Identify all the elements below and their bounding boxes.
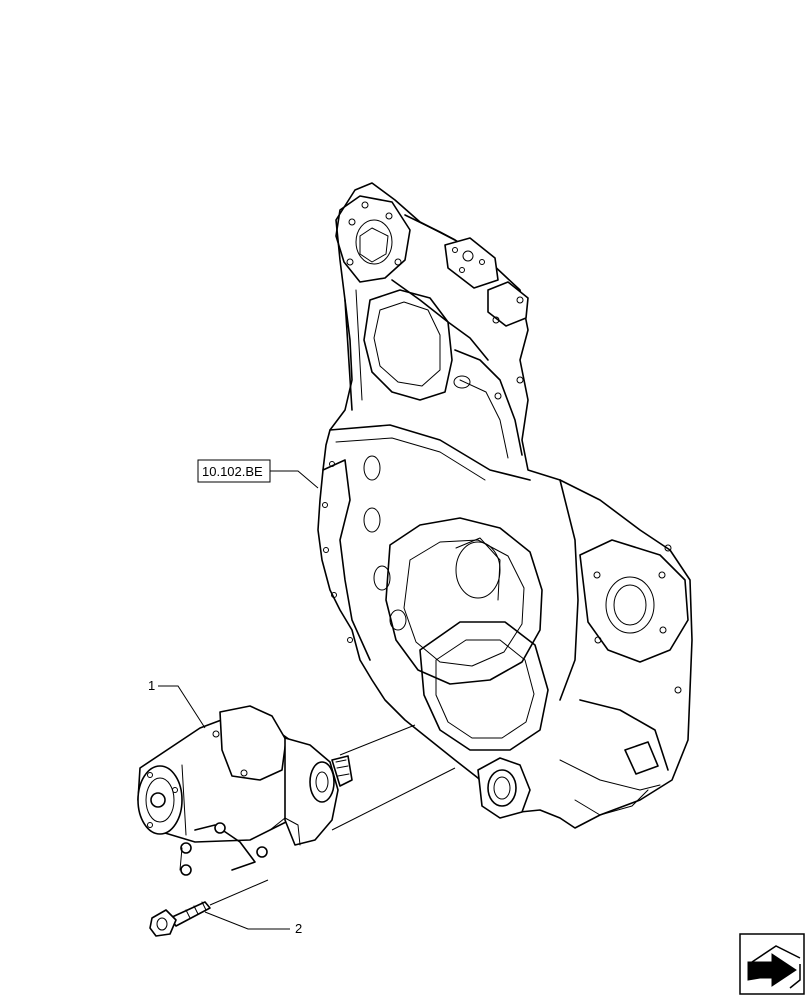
callout-label-1: 1 [148, 678, 155, 693]
callout-1: 1 [148, 678, 206, 729]
next-page-arrow-icon[interactable] [739, 933, 805, 995]
assembly-lines [209, 724, 456, 906]
starter-motor [137, 705, 353, 876]
callout-label-2: 2 [295, 921, 302, 936]
reference-label[interactable]: 10.102.BE [202, 464, 263, 479]
callout-2: 2 [204, 911, 302, 936]
reference-callout[interactable]: 10.102.BE [197, 459, 319, 489]
mounting-bolt [149, 901, 211, 937]
flywheel-housing [317, 182, 693, 829]
